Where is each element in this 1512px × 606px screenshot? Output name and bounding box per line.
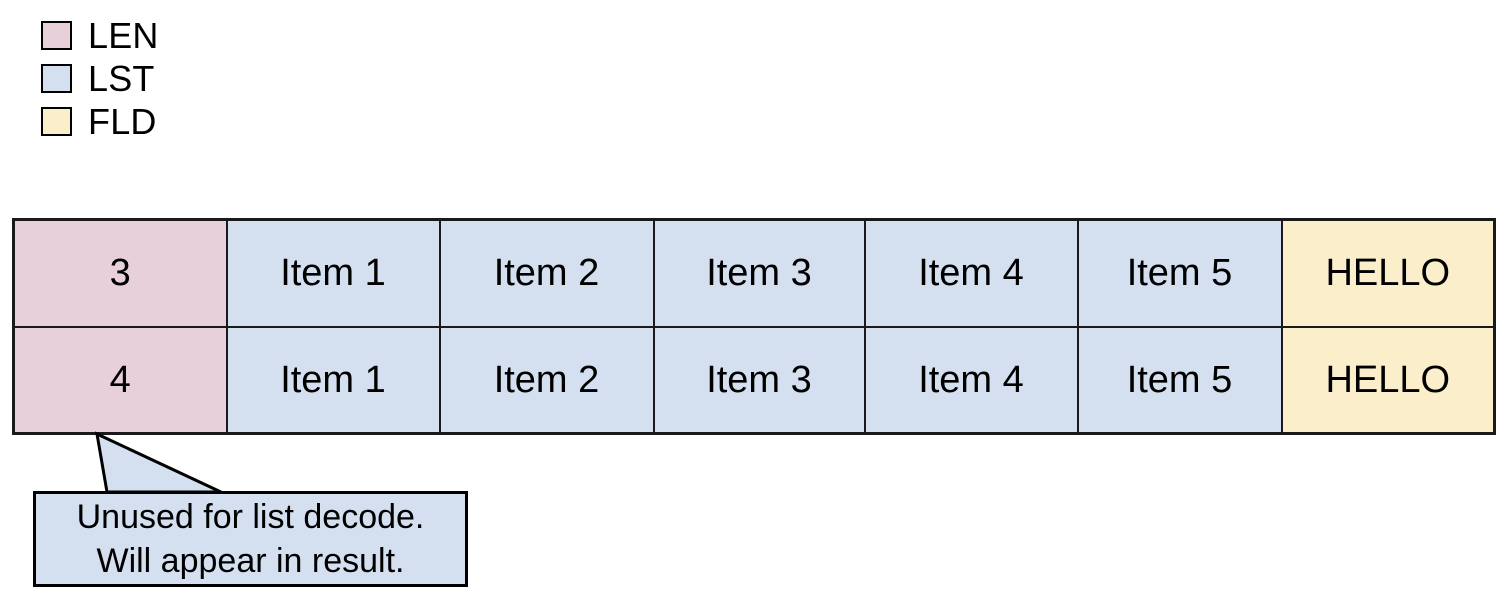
legend-item-fld: FLD [41, 100, 441, 143]
cell-len: 4 [12, 325, 228, 435]
cell-fld: HELLO [1280, 218, 1496, 328]
legend-label-lst: LST [88, 57, 155, 99]
cell-lst-item: Item 1 [225, 325, 441, 435]
cell-fld: HELLO [1280, 325, 1496, 435]
callout-pointer-icon [95, 431, 222, 494]
cell-len: 3 [12, 218, 228, 328]
cell-lst-item: Item 3 [652, 325, 866, 435]
cell-lst-item: Item 5 [1076, 218, 1283, 328]
cell-lst-item: Item 4 [863, 325, 1079, 435]
cell-lst-item: Item 1 [225, 218, 441, 328]
callout-line-1: Unused for list decode. [76, 498, 425, 536]
table-row: 4 Item 1 Item 2 Item 3 Item 4 Item 5 HEL… [12, 325, 1496, 435]
callout-box: Unused for list decode. Will appear in r… [33, 491, 468, 587]
legend-item-len: LEN [41, 14, 441, 57]
cell-lst-item: Item 2 [438, 325, 655, 435]
lst-color-swatch-icon [41, 64, 72, 93]
len-color-swatch-icon [41, 21, 72, 50]
table-row: 3 Item 1 Item 2 Item 3 Item 4 Item 5 HEL… [12, 218, 1496, 328]
callout-line-2: Will appear in result. [96, 542, 405, 580]
legend-label-fld: FLD [88, 100, 157, 142]
fld-color-swatch-icon [41, 107, 72, 136]
legend-item-lst: LST [41, 57, 441, 100]
record-layout-table: 3 Item 1 Item 2 Item 3 Item 4 Item 5 HEL… [12, 218, 1496, 435]
cell-lst-item: Item 4 [863, 218, 1079, 328]
cell-lst-item: Item 3 [652, 218, 866, 328]
cell-lst-item: Item 2 [438, 218, 655, 328]
cell-lst-item: Item 5 [1076, 325, 1283, 435]
legend-label-len: LEN [88, 14, 159, 56]
legend: LEN LST FLD [41, 14, 441, 143]
